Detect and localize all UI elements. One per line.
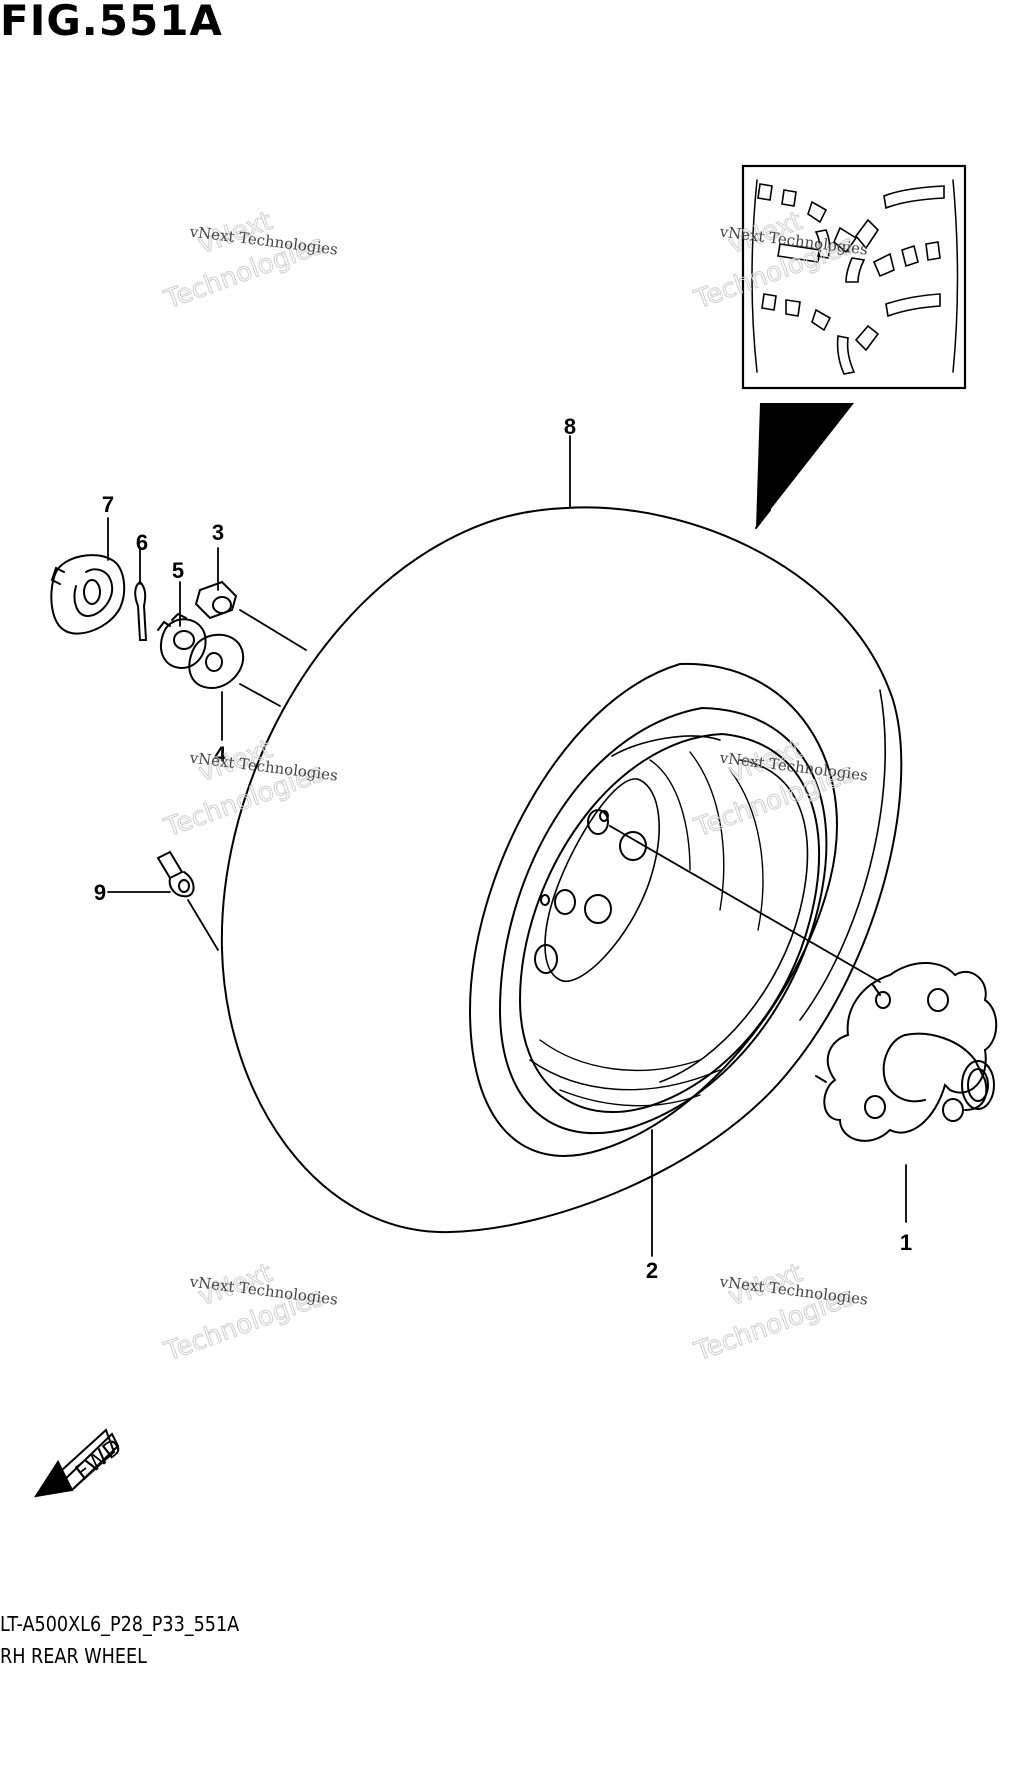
watermark-mid-right: vNext Technologies vNext Technologies: [690, 734, 869, 844]
watermarks: vNext Technologies vNext Technologies vN…: [160, 206, 869, 1368]
callout-4: 4: [214, 742, 227, 767]
callout-6: 6: [136, 530, 148, 555]
model-code: LT-A500XL6_P28_P33_551A: [0, 1612, 240, 1636]
cap-part-7: [50, 554, 126, 635]
nut-part-3: [194, 580, 238, 620]
leader-lines: [107, 435, 907, 1257]
watermark-mid-left: vNext Technologies vNext Technologies: [160, 734, 339, 844]
callout-3: 3: [212, 520, 224, 545]
watermark-bottom-left: vNext Technologies vNext Technologies: [160, 1258, 339, 1368]
tire: [220, 506, 903, 1234]
figure-caption: RH REAR WHEEL: [0, 1644, 147, 1668]
washer-part-4: [188, 633, 245, 690]
watermark-top-right: vNext Technologies vNext Technologies: [690, 206, 869, 316]
tread-detail-inset: [741, 164, 967, 390]
valve-part-9: [156, 850, 195, 898]
wheel-hub-part-1: [815, 962, 998, 1142]
callout-2: 2: [646, 1258, 658, 1283]
callout-9: 9: [94, 880, 106, 905]
callout-7: 7: [102, 492, 114, 517]
watermark-bottom-right: vNext Technologies vNext Technologies: [690, 1258, 869, 1368]
wheel-rim: [468, 662, 838, 1157]
figure-title: FIG.551A: [0, 0, 223, 45]
detail-pointer: [756, 403, 854, 528]
callout-1: 1: [900, 1230, 912, 1255]
watermark-top-left: vNext Technologies vNext Technologies: [160, 206, 339, 316]
callout-8: 8: [564, 414, 576, 439]
castle-nut-part-5: [157, 612, 207, 670]
cotter-pin-part-6: [134, 580, 148, 641]
callout-labels: 8 7 6 5 3 4 9 1 2 FWD: [71, 414, 912, 1486]
callout-5: 5: [172, 558, 184, 583]
fwd-label: FWD: [71, 1435, 127, 1486]
forward-direction-marker: [33, 1428, 120, 1498]
